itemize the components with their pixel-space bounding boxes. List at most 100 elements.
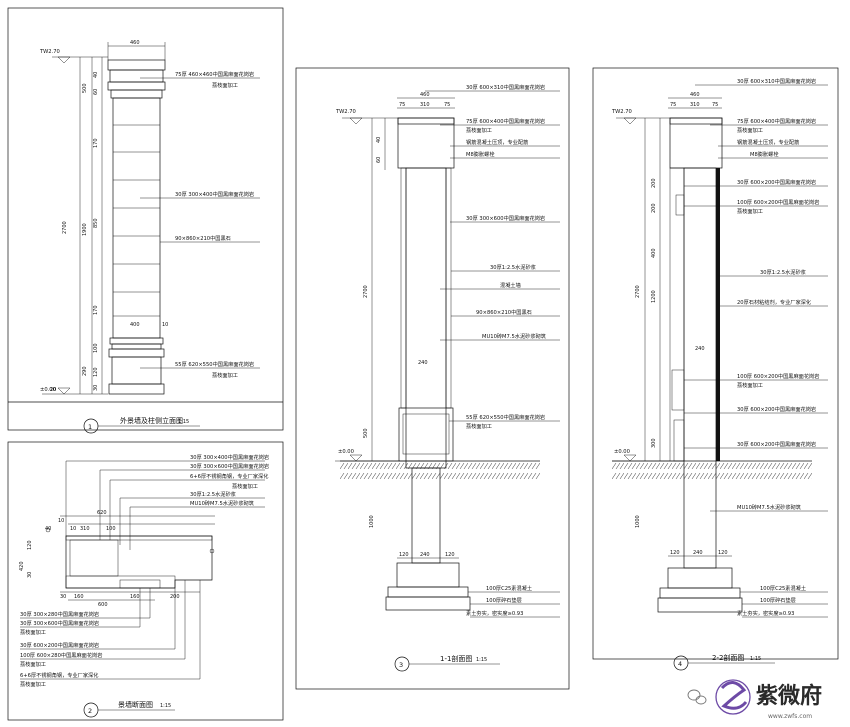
p3-notes: 30厚 600×310中国黑麻面花岗岩 75厚 600×400中国黑麻面花岗岩 … bbox=[425, 83, 560, 618]
p3-note-4: M8膨胀螺栓 bbox=[466, 150, 495, 158]
p3-note-11: 荔枝面加工 bbox=[466, 422, 492, 430]
p3-dim-500: 500 bbox=[363, 428, 369, 438]
panel-2-section: 620 310 100 10 10 40 120 420 30 30 160 6… bbox=[7, 441, 284, 721]
p2-note-top-4: 30厚1:2.5水泥砂浆 bbox=[190, 490, 236, 498]
p3-note-2: 荔枝面加工 bbox=[466, 126, 492, 134]
p3-note-14: 素土夯实，密实度≥0.93 bbox=[466, 609, 523, 617]
p1-note-2: 30厚 300×400中国黑麻面花岗岩 bbox=[175, 190, 254, 198]
p2-dim-420: 420 bbox=[19, 561, 25, 571]
p2-note-bottom-4: 100厚 600×280中国黑麻面花岗岩 bbox=[20, 651, 102, 659]
p1-note-5: 荔枝面加工 bbox=[212, 371, 238, 379]
panel-1-number: 1 bbox=[88, 423, 92, 431]
p4-note-5: 30厚 600×200中国黑麻面花岗岩 bbox=[737, 178, 816, 186]
p4-note-16: 100厚碎石垫层 bbox=[760, 596, 796, 604]
p3-dim-top460: 460 bbox=[420, 92, 430, 98]
p3-dim-75b: 75 bbox=[444, 102, 450, 108]
level-mark-top: TW2.70 bbox=[39, 49, 108, 64]
p3-dim-2700: 2700 bbox=[363, 285, 369, 298]
p3-note-6: 30厚1:2.5水泥砂浆 bbox=[490, 263, 536, 271]
panel-3-number: 3 bbox=[399, 661, 403, 669]
p3-note-12: 100厚C25素混凝土 bbox=[486, 584, 532, 592]
panel-3-scale: 1:15 bbox=[476, 657, 487, 663]
p2-note-bottom-7: 荔枝面加工 bbox=[20, 680, 46, 688]
panel-1-title: 外景墙及柱侧立面图 bbox=[120, 416, 183, 425]
p4-note-12: 30厚 600×200中国黑麻面花岗岩 bbox=[737, 405, 816, 413]
column-elevation bbox=[107, 59, 166, 395]
panel-3-section: TW2.70 ±0.00 460 75 310 75 2700 500 1000… bbox=[295, 67, 570, 690]
p2-note-top-1: 30厚 300×600中国黑麻面花岗岩 bbox=[190, 462, 269, 470]
p3-note-1: 75厚 600×400中国黑麻面花岗岩 bbox=[466, 117, 545, 125]
p2-dim-200: 200 bbox=[170, 594, 180, 600]
watermark: 紫微府 www.zwfs.com bbox=[687, 679, 822, 720]
p2-note-top-5: MU10砖M7.5水泥砂浆砌筑 bbox=[190, 499, 255, 507]
p4-note-10: 100厚 600×200中国黑麻面花岗岩 bbox=[737, 372, 819, 380]
panel-4-title: 2-2剖面图 bbox=[712, 653, 744, 662]
p2-dim-160a: 160 bbox=[74, 594, 84, 600]
p2-note-bottom-1: 30厚 300×600中国黑麻面花岗岩 bbox=[20, 619, 99, 627]
p2-note-bottom-5: 荔枝面加工 bbox=[20, 660, 46, 668]
watermark-url: www.zwfs.com bbox=[768, 713, 812, 720]
dim-h30: 30 bbox=[93, 385, 99, 391]
p3-dim-120a: 120 bbox=[399, 552, 409, 558]
level-mark-bottom: ±0.00 bbox=[40, 387, 108, 395]
dim-height-1900: 1900 bbox=[82, 223, 88, 236]
dim-h500: 500 bbox=[82, 83, 88, 93]
panel-2-number: 2 bbox=[88, 707, 92, 715]
p4-dim-1200: 1200 bbox=[651, 290, 657, 303]
p2-dim-620: 620 bbox=[97, 510, 107, 516]
p4-note-9: 20厚石材粘结剂，专业厂家深化 bbox=[737, 298, 811, 306]
p3-dim-75: 75 bbox=[399, 102, 405, 108]
p3-note-8: 90×860×210中国黑石 bbox=[476, 308, 532, 316]
p4-note-0: 30厚 600×310中国黑麻面花岗岩 bbox=[737, 77, 816, 85]
p3-dim-240b: 240 bbox=[418, 360, 428, 366]
p4-note-13: 30厚 600×200中国黑麻面花岗岩 bbox=[737, 440, 816, 448]
p2-dim-310: 310 bbox=[80, 526, 90, 532]
panel-4-number: 4 bbox=[678, 660, 682, 668]
p4-dim-240b: 240 bbox=[695, 346, 705, 352]
wechat-icon bbox=[687, 689, 707, 705]
dim-h20: 20 bbox=[50, 387, 56, 393]
p4-note-14: MU10砖M7.5水泥砂浆砌筑 bbox=[737, 503, 802, 511]
p2-note-bottom-2: 荔枝面加工 bbox=[20, 628, 46, 636]
p4-note-8: 30厚1:2.5水泥砂浆 bbox=[760, 268, 806, 276]
p2-note-top-0: 30厚 300×400中国黑麻面花岗岩 bbox=[190, 453, 269, 461]
p3-note-13: 100厚碎石垫层 bbox=[486, 596, 522, 604]
p2-dim-10a: 10 bbox=[58, 518, 64, 524]
p4-note-2: 荔枝面加工 bbox=[737, 126, 763, 134]
p3-level-top: TW2.70 bbox=[335, 109, 356, 115]
p2-dim-40: 40 bbox=[45, 526, 51, 532]
p4-dim-400: 400 bbox=[651, 248, 657, 258]
p3-dim-1000: 1000 bbox=[369, 515, 375, 528]
p2-notes-top: 30厚 300×400中国黑麻面花岗岩 30厚 300×600中国黑麻面花岗岩 … bbox=[65, 453, 269, 550]
p2-note-top-3: 荔枝面加工 bbox=[232, 482, 258, 490]
p2-dim-600: 600 bbox=[98, 602, 108, 608]
brand-logo-icon bbox=[715, 679, 751, 715]
p3-dim-240a: 240 bbox=[420, 552, 430, 558]
p4-notes: 30厚 600×310中国黑麻面花岗岩 75厚 600×400中国黑麻面花岗岩 … bbox=[684, 77, 828, 618]
p3-note-10: 55厚 620×550中国黑麻面花岗岩 bbox=[466, 413, 545, 421]
p4-note-4: M8膨胀螺栓 bbox=[750, 150, 779, 158]
p4-dim-top460: 460 bbox=[690, 92, 700, 98]
p3-dim-120b: 120 bbox=[445, 552, 455, 558]
p4-dim-75b: 75 bbox=[712, 102, 718, 108]
dim-h120: 120 bbox=[93, 367, 99, 377]
p4-level-bottom: ±0.00 bbox=[614, 449, 630, 455]
p2-note-bottom-3: 30厚 600×200中国黑麻面花岗岩 bbox=[20, 641, 99, 649]
p3-note-0: 30厚 600×310中国黑麻面花岗岩 bbox=[466, 83, 545, 91]
dim-w10: 10 bbox=[162, 322, 168, 328]
p2-dim-160b: 160 bbox=[130, 594, 140, 600]
panel-4-section: TW2.70 ±0.00 460 75 310 75 2700 1000 200… bbox=[592, 67, 839, 671]
dim-h170a: 170 bbox=[93, 138, 99, 148]
panel-1-scale: 1:15 bbox=[178, 419, 189, 425]
p2-dim-10b: 10 bbox=[70, 526, 76, 532]
p4-note-11: 荔枝面加工 bbox=[737, 381, 763, 389]
p1-note-4: 55厚 620×550中国黑麻面花岗岩 bbox=[175, 360, 254, 368]
p3-note-9: MU10砖M7.5水泥砂浆砌筑 bbox=[482, 332, 547, 340]
panel-2-title: 景墙断面图 bbox=[118, 700, 153, 709]
dim-w400: 400 bbox=[130, 322, 140, 328]
p1-note-0: 75厚 460×460中国黑麻面花岗岩 bbox=[175, 70, 254, 78]
p4-dim-240a: 240 bbox=[693, 550, 703, 556]
panel-3-title: 1-1剖面图 bbox=[440, 654, 472, 663]
dim-h100: 100 bbox=[93, 343, 99, 353]
